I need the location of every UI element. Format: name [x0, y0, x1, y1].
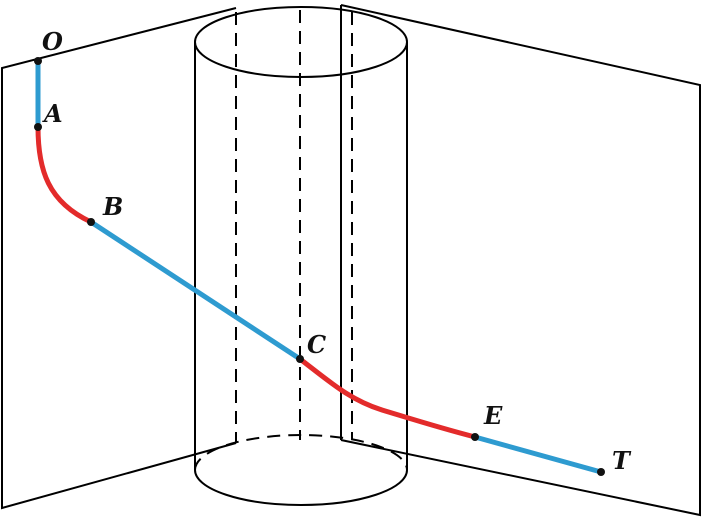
point-A [34, 123, 42, 131]
point-label-A: A [42, 99, 63, 128]
point-C [296, 355, 304, 363]
cylinder-bottom-back [194, 434, 408, 471]
point-O [34, 57, 42, 65]
point-B [87, 218, 95, 226]
trajectory [35, 61, 602, 475]
point-label-E: E [483, 401, 503, 430]
segment-B-C [89, 219, 302, 362]
trajectory-points: O A B C E T [34, 27, 632, 476]
point-E [471, 433, 479, 441]
point-label-T: T [612, 446, 632, 475]
segment-C-E [298, 357, 476, 440]
left-plane [0, 7, 237, 510]
segment-A-B [35, 126, 93, 225]
point-label-C: C [307, 330, 326, 359]
point-label-B: B [102, 192, 123, 221]
cylinder-bottom-front [194, 469, 408, 506]
point-T [597, 468, 605, 476]
right-plane [340, 4, 701, 517]
segment-E-T [474, 434, 602, 475]
point-label-O: O [42, 27, 63, 56]
